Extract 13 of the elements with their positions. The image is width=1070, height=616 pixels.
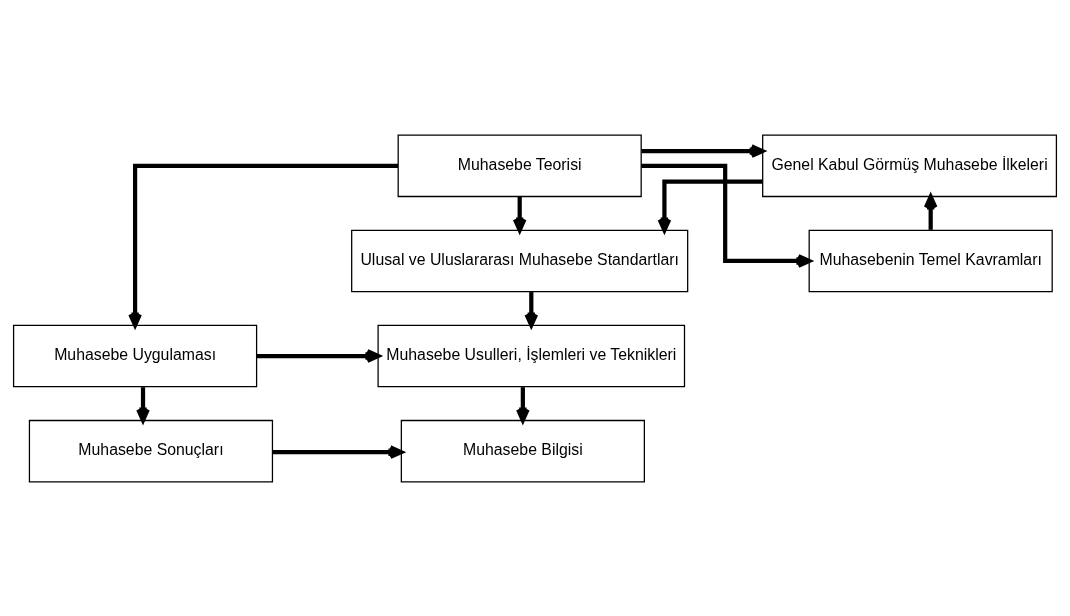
node-box: Muhasebenin Temel Kavramları [808,229,1053,292]
node-box: Muhasebe Teorisi [397,134,642,197]
node-box: Genel Kabul Görmüş Muhasebe İlkeleri [762,134,1058,197]
arrow [272,444,404,459]
node-box: Muhasebe Uygulaması [12,324,258,387]
arrow [641,163,812,268]
arrow [516,386,530,423]
arrow [136,386,150,423]
arrow [256,348,381,363]
node-box: Muhasebe Bilgisi [400,419,645,482]
node-box: Ulusal ve Uluslararası Muhasebe Standartları [351,229,689,292]
node-box: Muhasebe Usulleri, İşlemleri ve Teknikleri [377,324,686,387]
node-box: Muhasebe Sonuçları [28,419,274,482]
